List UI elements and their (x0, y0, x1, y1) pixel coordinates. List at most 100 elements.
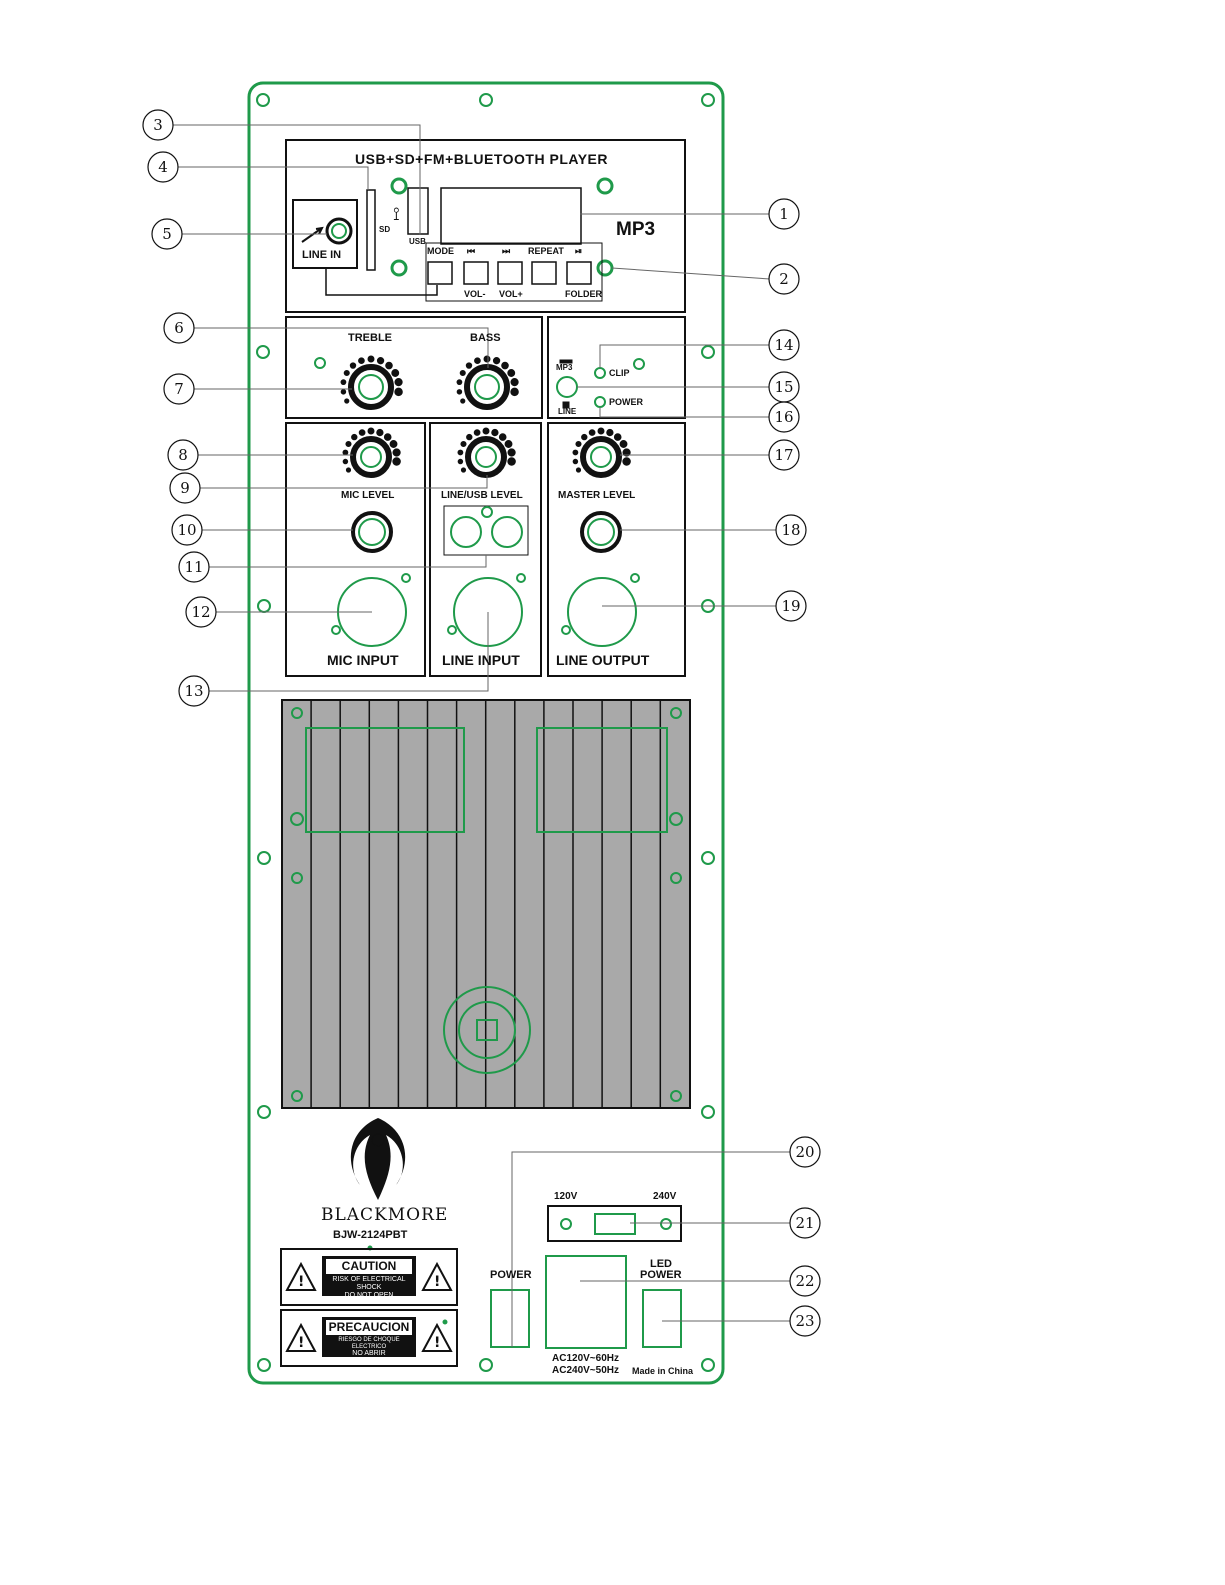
master-level-knob-scale-dot (597, 427, 605, 435)
callout-6: 6 (174, 319, 184, 337)
callout-circle-1 (768, 198, 800, 230)
callout-8: 8 (178, 446, 188, 464)
callout-circle-8 (167, 439, 199, 471)
line-output-label: LINE OUTPUT (556, 652, 650, 668)
line-in-jack (325, 217, 353, 245)
btn-label-vol-up: VOL+ (499, 289, 523, 299)
treble-label: TREBLE (348, 332, 392, 344)
callout-leader-9 (200, 475, 488, 489)
callout-14: 14 (774, 336, 794, 354)
line-usb-level-knob-scale-dot (507, 448, 516, 457)
callout-circle-21 (789, 1207, 821, 1239)
warning-triangle-left (285, 1261, 317, 1291)
mic-level-knob-scale-dot (367, 427, 375, 435)
callout-circle-22 (789, 1265, 821, 1297)
output-xlr-pin (630, 573, 640, 583)
line-usb-level-knob-scale-dot (507, 457, 516, 466)
warning-triangle-right-2-mark: ! (434, 1335, 440, 1351)
master-level-knob-scale-dot (606, 428, 614, 437)
warning-triangle-left-2-mark: ! (298, 1335, 304, 1351)
line-usb-level-knob-cap (475, 446, 497, 468)
bass-knob-scale-dot (483, 355, 491, 363)
mount-hole-2 (479, 93, 493, 107)
callout-circle-9 (169, 472, 201, 504)
brand-logo-head (371, 1133, 385, 1147)
sd-slot (366, 189, 376, 271)
callout-15: 15 (774, 378, 794, 396)
precaucion-label: PRECAUCION RIESGO DE CHOQUE ELECTRICO NO… (322, 1317, 416, 1357)
treble-knob-cap (358, 374, 384, 400)
bass-knob-scale-dot (459, 369, 466, 377)
clip-label: CLIP (609, 368, 630, 378)
rca-box (443, 505, 529, 556)
btn-label-mode: MODE (427, 246, 454, 256)
voltage-screw (660, 1218, 672, 1230)
callout-20: 20 (795, 1143, 815, 1161)
mp3-screw (596, 177, 614, 195)
btn-label-next: ⏭ (502, 246, 511, 256)
voltage-screw (560, 1218, 572, 1230)
heatsink-bracket-right (536, 727, 668, 833)
caution-text-1: RISK OF ELECTRICAL SHOCK (332, 1276, 406, 1291)
callout-leader-4 (178, 166, 369, 190)
mic-input-label: MIC INPUT (327, 652, 399, 668)
callout-2: 2 (779, 270, 789, 288)
master-level-knob-scale-dot (588, 429, 596, 436)
callout-circle-23 (789, 1305, 821, 1337)
mount-hole-14 (701, 1358, 715, 1372)
line-in-label: LINE IN (302, 249, 342, 261)
callout-circle-19 (775, 590, 807, 622)
fan-inner (458, 1001, 516, 1059)
callout-5: 5 (162, 225, 172, 243)
callout-circle-16 (768, 401, 800, 433)
warning-triangle-right-mark: ! (434, 1274, 440, 1290)
callout-7: 7 (174, 380, 184, 398)
button-group-box (425, 242, 603, 302)
mic-level-knob-scale-dot (376, 428, 384, 437)
bass-knob-scale-dot (510, 378, 519, 387)
heatsink-screw (670, 872, 682, 884)
line-usb-level-knob (465, 436, 507, 478)
mic-level-label: MIC LEVEL (341, 490, 395, 501)
warning-triangle-right (421, 1261, 453, 1291)
callout-circle-7 (163, 373, 195, 405)
master-level-knob-scale-dot (572, 449, 579, 456)
treble-knob-scale-dot (394, 378, 403, 387)
brand-logo (350, 1118, 406, 1200)
mp3-title: USB+SD+FM+BLUETOOTH PLAYER (355, 151, 608, 167)
treble-knob-scale-dot (358, 357, 365, 365)
line-xlr-pin (516, 573, 526, 583)
line-usb-level-knob-scale-dot (460, 440, 467, 448)
mic-level-knob-scale-dot (345, 440, 352, 448)
callout-circle-17 (768, 439, 800, 471)
callout-leader-11 (209, 555, 487, 568)
usb-icon: ⟟ (393, 204, 400, 225)
precaucion-dot (442, 1319, 448, 1325)
output-xlr-pin (561, 625, 571, 635)
master-level-knob-scale-dot (622, 457, 631, 466)
callout-leader-16 (599, 407, 770, 418)
bass-knob-scale-dot (501, 361, 509, 370)
precaucion-text-1: RIESGO DE CHOQUE ELECTRICO (338, 1337, 400, 1350)
mic-level-knob-scale-dot (345, 467, 352, 473)
callout-circle-14 (768, 329, 800, 361)
mount-hole-6 (257, 599, 271, 613)
caution-title: CAUTION (326, 1259, 412, 1275)
sd-label: SD (379, 225, 391, 234)
heatsink-bracket-left (305, 727, 465, 833)
line-usb-level-knob-scale-dot (457, 449, 464, 456)
mic-level-knob-scale-dot (389, 440, 398, 448)
callout-leader-2 (611, 267, 771, 280)
precaucion-text-2: NO ABRIR (352, 1350, 386, 1358)
brand-name: BLACKMORE (321, 1205, 449, 1225)
mic-section-box (285, 422, 426, 677)
mount-hole-1 (256, 93, 270, 107)
heatsink-screw (670, 1090, 682, 1102)
power-switch-label: POWER (490, 1269, 532, 1281)
mic-level-knob-scale-dot (392, 448, 401, 457)
callout-leader-3 (173, 124, 421, 235)
callout-circle-6 (163, 312, 195, 344)
mount-hole-10 (257, 1105, 271, 1119)
line-usb-level-knob-scale-dot (457, 458, 464, 465)
bass-knob (464, 364, 510, 410)
